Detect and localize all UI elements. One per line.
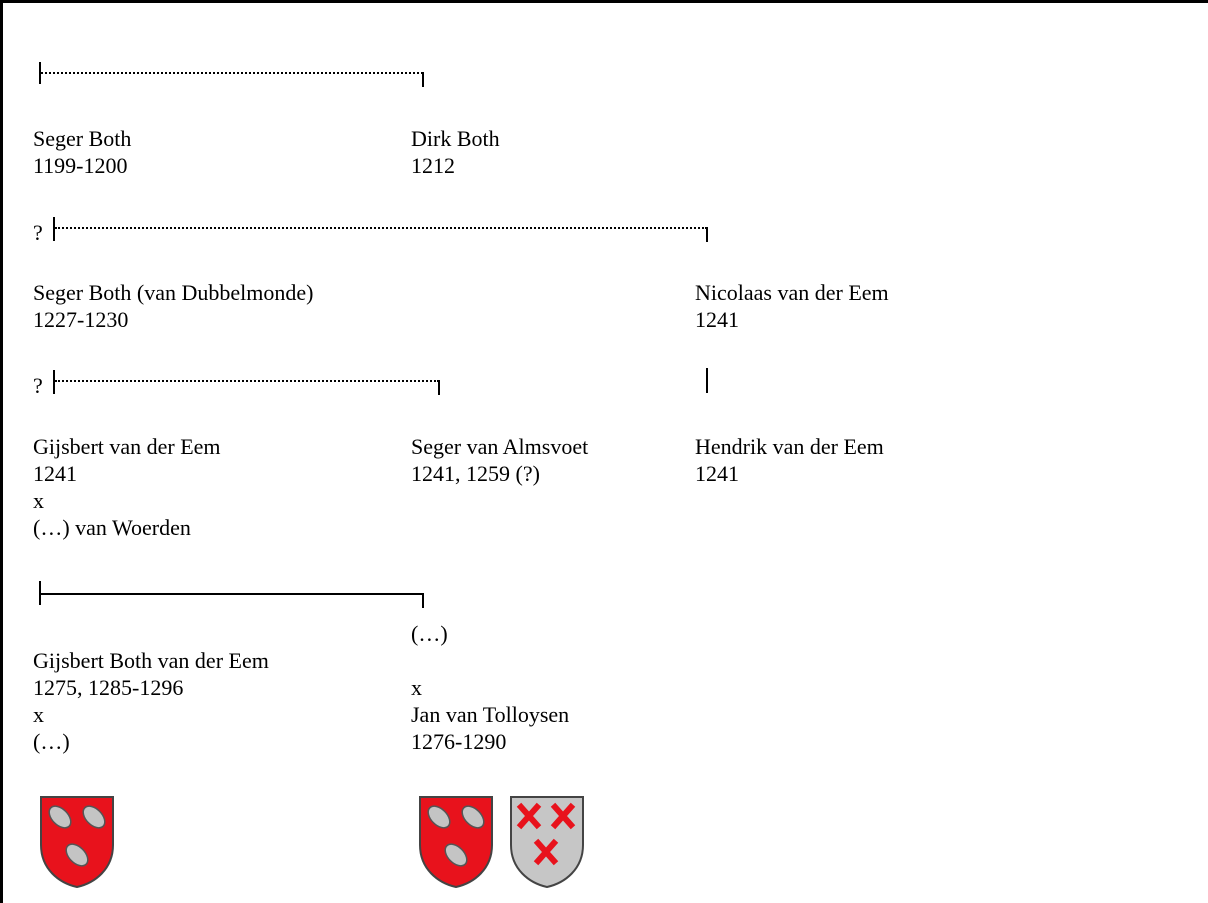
person-years: 1241: [33, 461, 77, 486]
marriage-marker: x: [33, 488, 44, 513]
person-name: Seger Both (van Dubbelmonde): [33, 280, 314, 305]
person-years: 1212: [411, 153, 455, 178]
person-unknown-daughter: (…) x Jan van Tolloysen 1276-1290: [411, 620, 569, 755]
uncertain-marker: ?: [33, 373, 43, 398]
person-years: 1241: [695, 461, 739, 486]
person-name: Nicolaas van der Eem: [695, 280, 889, 305]
person-name: Seger Both: [33, 126, 132, 151]
person-years: 1199-1200: [33, 153, 128, 178]
fish-shield-icon: [419, 796, 493, 889]
crosses-shield-icon: [510, 796, 584, 889]
person-dirk-both: Dirk Both 1212: [411, 125, 500, 179]
person-nicolaas-van-der-eem: Nicolaas van der Eem 1241: [695, 279, 889, 333]
person-seger-both: Seger Both 1199-1200: [33, 125, 131, 179]
person-name: Hendrik van der Eem: [695, 434, 884, 459]
spouse-name: Jan van Tolloysen: [411, 702, 570, 727]
person-seger-van-almsvoet: Seger van Almsvoet 1241, 1259 (?): [411, 433, 588, 487]
person-hendrik-van-der-eem: Hendrik van der Eem 1241: [695, 433, 884, 487]
uncertain-marker: ?: [33, 220, 43, 245]
person-name: (…): [411, 621, 448, 646]
marriage-marker: x: [411, 675, 422, 700]
spouse-name: (…) van Woerden: [33, 515, 191, 540]
person-name: Gijsbert Both van der Eem: [33, 648, 269, 673]
person-gijsbert-both-van-der-eem: Gijsbert Both van der Eem 1275, 1285-129…: [33, 647, 269, 755]
person-gijsbert-van-der-eem: Gijsbert van der Eem 1241 x (…) van Woer…: [33, 433, 221, 541]
person-years: 1241: [695, 307, 739, 332]
person-name: Dirk Both: [411, 126, 500, 151]
person-seger-both-dubbelmonde: Seger Both (van Dubbelmonde) 1227-1230: [33, 279, 313, 333]
person-years: 1227-1230: [33, 307, 129, 332]
person-name: Gijsbert van der Eem: [33, 434, 221, 459]
spouse-name: (…): [33, 729, 70, 754]
person-years: 1275, 1285-1296: [33, 675, 184, 700]
spouse-years: 1276-1290: [411, 729, 507, 754]
marriage-marker: x: [33, 702, 44, 727]
person-years: 1241, 1259 (?): [411, 461, 540, 486]
person-name: Seger van Almsvoet: [411, 434, 589, 459]
fish-shield-icon: [40, 796, 114, 889]
